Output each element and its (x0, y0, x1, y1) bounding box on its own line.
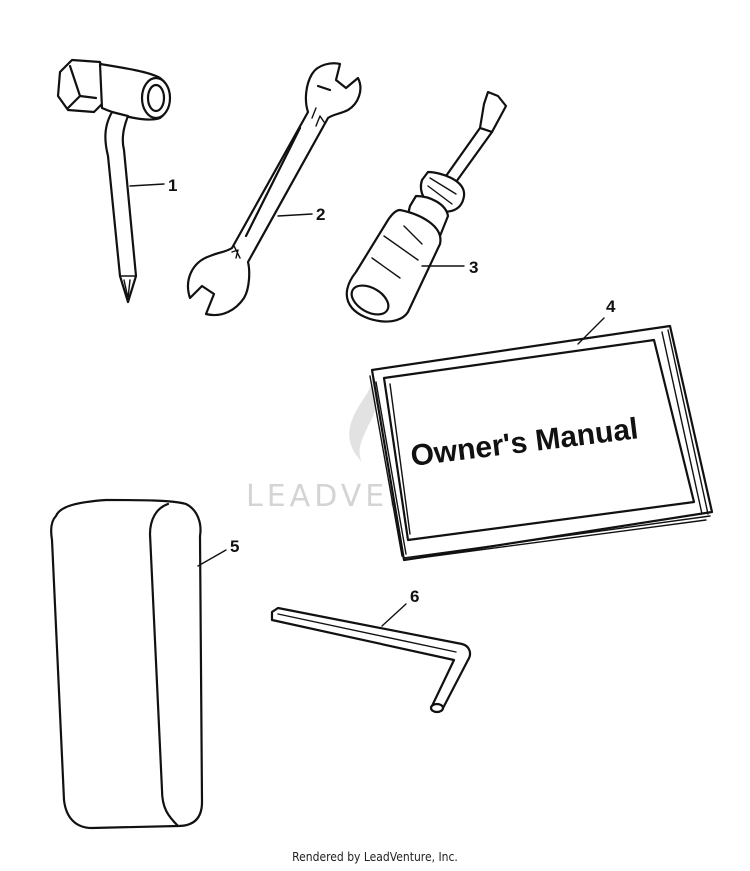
leader-1 (129, 183, 165, 187)
callout-4: 4 (606, 297, 616, 316)
callout-1: 1 (168, 176, 177, 195)
leader-4 (577, 317, 605, 345)
callout-6: 6 (410, 587, 419, 606)
part-2-open-end-wrench[interactable] (186, 62, 362, 317)
callout-5: 5 (230, 537, 239, 556)
part-1-socket-wrench[interactable] (56, 58, 172, 304)
leader-6 (381, 603, 407, 627)
callout-labels: 1 2 3 4 5 6 (168, 176, 616, 606)
render-credit: Rendered by LeadVenture, Inc. (292, 850, 458, 864)
leader-2 (277, 213, 313, 217)
leader-5 (197, 549, 227, 567)
part-3-screwdriver[interactable] (345, 90, 508, 323)
part-6-hex-key[interactable] (270, 606, 472, 714)
callout-2: 2 (316, 205, 325, 224)
leader-lines (129, 183, 605, 627)
callout-3: 3 (469, 258, 478, 277)
part-4-owners-manual[interactable]: Owner's Manual (369, 324, 714, 562)
part-5-tool-bag[interactable] (50, 498, 204, 830)
